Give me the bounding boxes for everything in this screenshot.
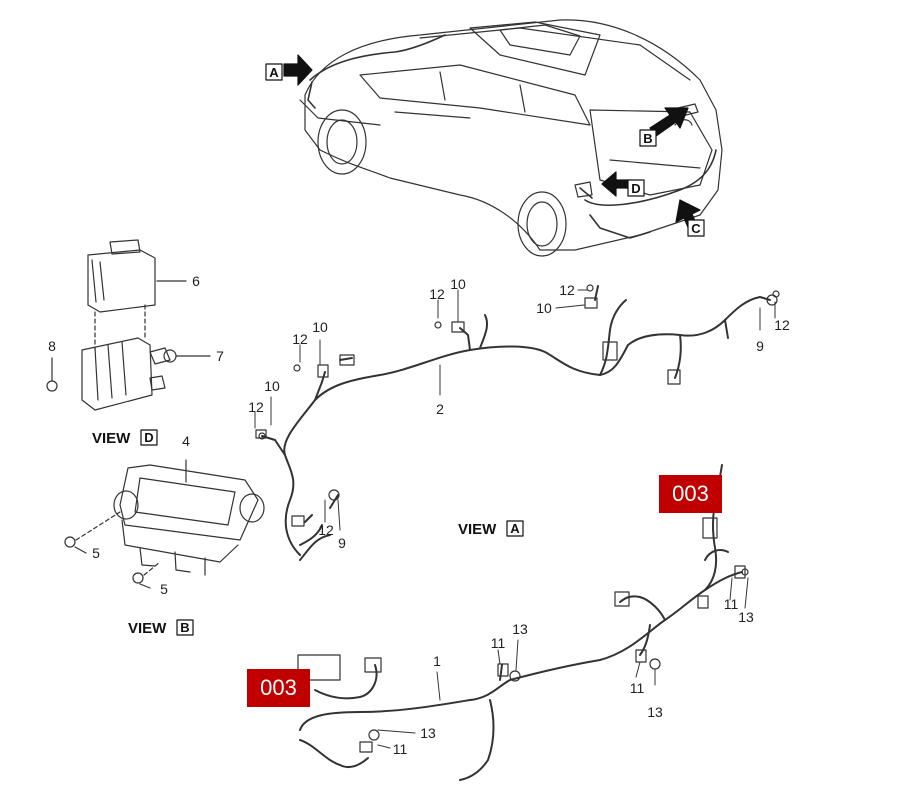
view-b-letter: B [180, 620, 189, 635]
arrow-b-letter: B [643, 131, 652, 146]
callout-12-upper: 12 [429, 286, 445, 302]
callout-5a: 5 [92, 545, 100, 561]
arrow-letter-boxes [140, 63, 705, 636]
harness-2 [261, 285, 771, 561]
view-d-word: VIEW [92, 430, 131, 447]
callout-10-left: 10 [264, 378, 280, 394]
arrow-letters: A B C D [269, 65, 701, 236]
arrow-d [601, 171, 631, 197]
module-view-b [64, 459, 265, 589]
callout-2: 2 [436, 401, 444, 417]
callout-8: 8 [48, 338, 56, 354]
callout-11-right-cluster: 11 [724, 596, 739, 612]
callout-10-right-top: 10 [536, 300, 552, 316]
view-a-word: VIEW [458, 521, 497, 538]
arrow-c-letter: C [691, 221, 701, 236]
badge-003-bottom: 003 [247, 669, 310, 707]
callout-12-lower-left: 12 [318, 522, 334, 538]
callout-12-right-top: 12 [559, 282, 575, 298]
callout-12-left: 12 [248, 399, 264, 415]
view-a-letter: A [510, 521, 520, 536]
callout-5b: 5 [160, 581, 168, 597]
arrow-d-letter: D [631, 181, 640, 196]
callout-11-bottom: 11 [393, 741, 408, 757]
callout-12-upper-left: 12 [292, 331, 308, 347]
harness-1 [299, 464, 743, 781]
module-view-d [46, 239, 211, 411]
harness-1-leaders [377, 577, 749, 749]
callout-13-middle: 13 [512, 621, 528, 637]
vehicle-illustration [299, 19, 723, 257]
badge-003-top: 003 [659, 475, 722, 513]
callout-9-far-right: 9 [756, 338, 764, 354]
callout-11-middle: 11 [491, 635, 506, 651]
arrow-a-letter: A [269, 65, 279, 80]
callout-1: 1 [433, 653, 441, 669]
harness-2-leaders [254, 289, 776, 531]
callout-4: 4 [182, 433, 190, 449]
view-labels: VIEW D VIEW B VIEW A [92, 430, 520, 637]
harness-1-connectors [297, 517, 749, 753]
callout-6: 6 [192, 273, 200, 289]
view-b-word: VIEW [128, 620, 167, 637]
view-d-letter: D [144, 430, 153, 445]
arrow-b [649, 107, 689, 137]
callout-13-right-cluster: 13 [738, 609, 754, 625]
callout-10-upper-right: 10 [450, 276, 466, 292]
callout-13-lower-right: 13 [647, 704, 663, 720]
callout-10-upper-left: 10 [312, 319, 328, 335]
callout-9-lower-left: 9 [338, 535, 346, 551]
callout-13-bottom: 13 [420, 725, 436, 741]
callout-11-lower-right: 11 [630, 680, 645, 696]
callout-12-far-right: 12 [774, 317, 790, 333]
callout-labels: 6 7 8 4 5 5 2 1 10 12 10 12 10 12 12 10 … [48, 273, 790, 757]
arrow-a [283, 54, 313, 86]
callout-7: 7 [216, 348, 224, 364]
